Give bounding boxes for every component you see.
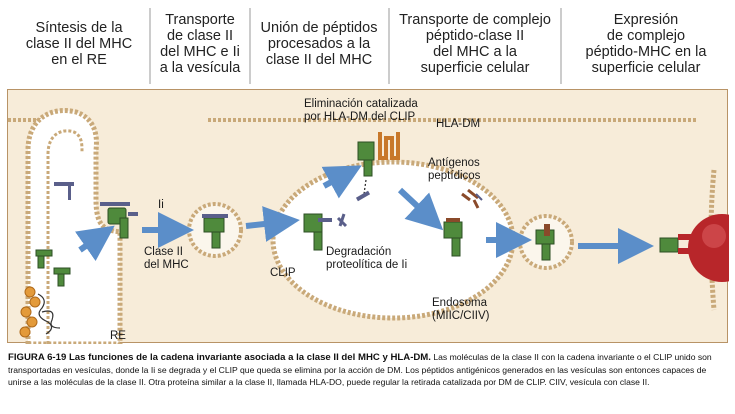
- label-line: Clase II: [144, 246, 183, 258]
- header-line: de complejo: [606, 28, 686, 44]
- header-transport-vesicle: Transporte de clase II del MHC e Ii a la…: [150, 6, 250, 82]
- figure-caption: FIGURA 6-19 Las funciones de la cadena i…: [8, 351, 730, 389]
- mhc-class-ii-in-er: [35, 249, 71, 287]
- header-line: superficie celular: [591, 60, 701, 76]
- header-line: Expresión: [613, 12, 679, 28]
- antigenic-peptides: [461, 188, 483, 209]
- mhc-ii-removal: [357, 141, 375, 177]
- label-degradacion: Degradación proteolítica de Ii: [326, 246, 407, 272]
- header-line: del MHC a la: [433, 44, 517, 60]
- label-line: Endosoma: [432, 297, 487, 309]
- label-hla-dm: HLA-DM: [436, 118, 481, 130]
- t-cell: [688, 214, 729, 282]
- label-line: Antígenos: [428, 157, 480, 169]
- header-line: clase II del MHC: [265, 52, 373, 68]
- label-antigenos: Antígenos peptídicos: [428, 157, 480, 183]
- header-line: péptido-clase II: [425, 28, 525, 44]
- label-clase-ii: Clase II del MHC: [144, 246, 189, 272]
- label-line: del MHC: [144, 259, 189, 271]
- header-line: Unión de péptidos: [260, 20, 378, 36]
- mhc-ii-clip-complex: [303, 213, 332, 251]
- header-synthesis: Síntesis de la clase II del MHC en el RE: [8, 6, 150, 82]
- header-line: Transporte de complejo: [399, 12, 551, 28]
- flow-arrows: [74, 165, 654, 264]
- diagram-panel: Ii Clase II del MHC RE CLIP Degradación …: [7, 89, 729, 344]
- header-line: clase II del MHC: [25, 36, 133, 52]
- header-line: superficie celular: [420, 60, 530, 76]
- mhc-ii-peptide-complex: [443, 218, 463, 257]
- figure-caption-text: Las moléculas de la clase II con la cade…: [8, 352, 712, 388]
- header-peptide-binding: Unión de péptidos procesados a la clase …: [250, 6, 388, 82]
- label-endosoma: Endosoma (MIIC/CIIV): [432, 297, 490, 323]
- header-line: Síntesis de la: [35, 20, 123, 36]
- header-line: de clase II: [166, 28, 234, 44]
- diagram-illustration: [8, 108, 729, 344]
- label-eliminacion: Eliminación catalizada por HLA-DM del CL…: [304, 98, 418, 124]
- header-surface-expression: Expresión de complejo péptido-MHC en la …: [562, 6, 730, 82]
- label-line: peptídicos: [428, 170, 481, 182]
- hla-dm: [378, 132, 400, 160]
- mhc-ii-ii-complex: [100, 202, 138, 239]
- endosome: [270, 159, 516, 321]
- label-ii: Ii: [158, 199, 164, 211]
- label-line: (MIIC/CIIV): [432, 310, 490, 322]
- label-line: proteolítica de Ii: [326, 259, 408, 271]
- label-line: Degradación: [326, 246, 392, 258]
- label-line: por HLA-DM del CLIP: [304, 111, 416, 123]
- header-line: Transporte: [165, 12, 235, 28]
- ribosomes: [19, 286, 41, 338]
- header-dividers: [149, 8, 562, 84]
- header-line: en el RE: [51, 52, 107, 68]
- header-transport-surface: Transporte de complejo péptido-clase II …: [390, 6, 560, 82]
- header-line: péptido-MHC en la: [585, 44, 707, 60]
- header-line: procesados a la: [267, 36, 371, 52]
- figure-title: FIGURA 6-19 Las funciones de la cadena i…: [8, 352, 431, 363]
- surface-mhc-complex: [659, 234, 698, 254]
- label-line: Eliminación catalizada: [304, 98, 418, 110]
- header-line: a la vesícula: [159, 60, 241, 76]
- header-line: del MHC e Ii: [160, 44, 240, 60]
- label-re: RE: [110, 330, 126, 342]
- label-clip: CLIP: [270, 267, 296, 279]
